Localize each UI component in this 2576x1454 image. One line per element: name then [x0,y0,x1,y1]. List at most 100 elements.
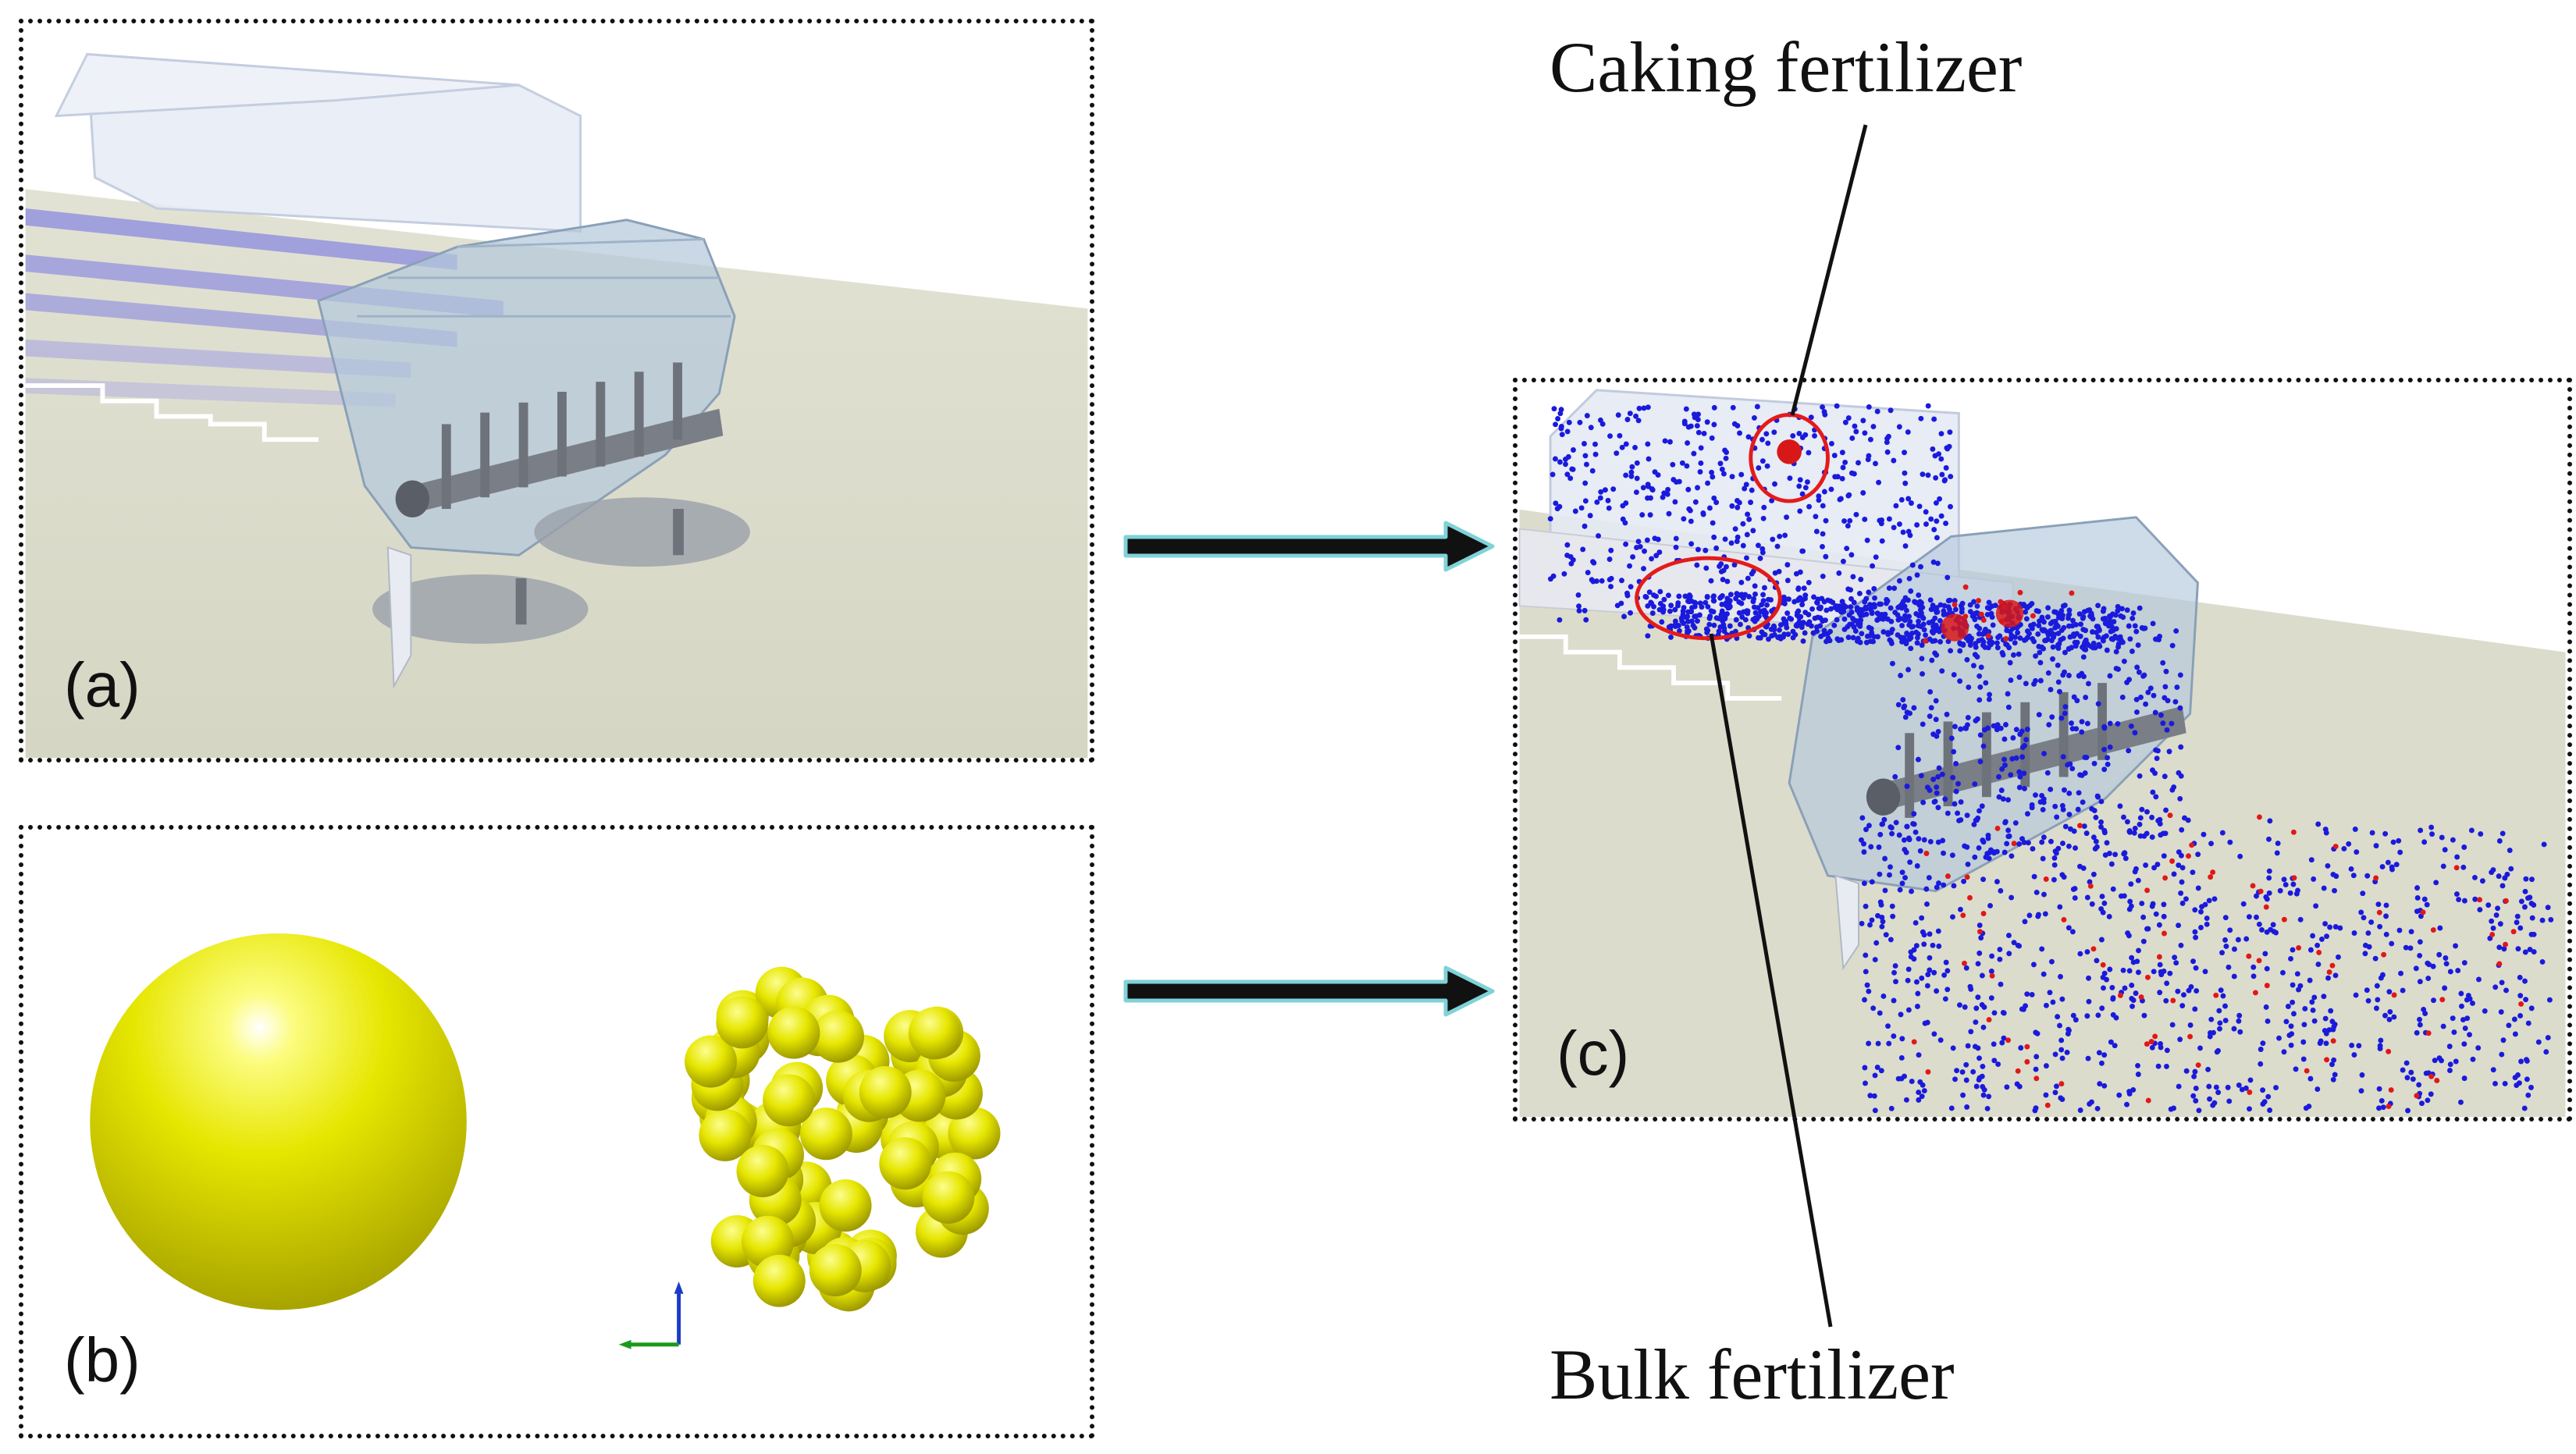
bulk-particle [2137,605,2143,611]
bulk-particle [2055,663,2061,668]
bulk-fertilizer-label: Bulk fertilizer [1550,1335,1955,1414]
bulk-particle [2422,1011,2428,1017]
bulk-particle [1840,464,1846,471]
bulk-particle [1880,629,1887,635]
bulk-particle [1863,969,1869,975]
bulk-particle [2003,722,2008,727]
bulk-particle [2545,905,2551,911]
bulk-particle [2352,827,2358,832]
bulk-particle [1691,450,1697,457]
bulk-particle [1838,496,1844,502]
bulk-particle [1820,404,1826,411]
bulk-particle [1863,595,1870,602]
bulk-particle [2016,651,2022,657]
bulk-particle [2337,925,2343,931]
bulk-particle [1964,844,1970,850]
bulk-particle [1553,456,1558,462]
bulk-particle [2136,669,2142,675]
bulk-particle [2090,871,2097,877]
bulk-particle [2391,1014,2397,1020]
bulk-particle [2490,1067,2496,1073]
bulk-particle [1870,563,1876,569]
bulk-particle [1978,935,1984,941]
bulk-particle [2067,826,2073,832]
bulk-particle [2296,987,2301,993]
bulk-particle [1991,1041,1997,1047]
bulk-particle [2311,1018,2318,1024]
bulk-particle [1898,496,1905,503]
bulk-particle [1930,603,1936,609]
bulk-particle [2467,1032,2472,1038]
bulk-particle [2440,1023,2446,1029]
bulk-particle [1861,880,1867,887]
bulk-particle [1997,947,2003,952]
bulk-particle [2110,886,2116,892]
bulk-particle [1866,589,1872,595]
bulk-particle [1732,628,1738,635]
bulk-particle [2326,1027,2332,1033]
bulk-particle [2287,890,2293,896]
caking-particle [1960,912,1966,919]
bulk-particle [2057,904,2063,910]
bulk-particle [1948,1105,1955,1111]
bulk-particle [1931,799,1937,805]
bulk-particle [2389,940,2395,947]
bulk-particle [1594,499,1600,505]
bulk-particle [2365,997,2371,1004]
bulk-particle [2090,616,2096,622]
bulk-particle [1688,618,1695,624]
bulk-particle [2117,803,2123,809]
bulk-particle [1602,487,1608,493]
bulk-particle [2134,709,2140,715]
bulk-particle-sphere [90,933,467,1310]
bulk-particle [2113,666,2119,671]
bulk-particle [1938,456,1944,462]
bulk-particle [1713,615,1720,621]
bulk-particle [2095,1012,2101,1019]
bulk-particle [1592,441,1598,447]
bulk-particle [2100,974,2106,980]
bulk-particle [1679,460,1685,466]
panel-label-c: (c) [1557,1019,1630,1088]
bulk-particle [2070,886,2076,892]
bulk-particle [2052,848,2058,855]
bulk-particle [2192,907,2198,913]
bulk-particle [2330,1026,2336,1033]
bulk-particle [2043,1092,2049,1098]
bulk-particle [1967,602,1973,608]
bulk-particle [2358,1088,2364,1094]
bulk-particle [1582,441,1587,446]
spinner-discs [372,497,750,644]
caking-particle [2291,875,2297,881]
bulk-particle [2374,983,2380,989]
bulk-particle [2058,1047,2065,1053]
bulk-particle [1662,438,1668,444]
caking-particle [1923,638,1928,644]
bulk-particle [2461,844,2467,850]
bulk-particle [2307,947,2314,953]
bulk-particle [2300,1039,2307,1045]
bulk-particle [1984,1105,1991,1111]
caking-clusters [1777,439,2024,642]
bulk-particle [1874,1065,1880,1071]
caking-particle [1923,851,1930,856]
caking-particle [1952,602,1958,608]
bulk-particle [1914,640,1920,646]
bulk-particle [1979,637,1985,643]
bulk-particle [1948,648,1954,654]
bulk-particle [1802,485,1809,491]
bulk-particle [1736,599,1742,605]
bulk-particle [2091,760,2097,766]
bulk-particle [1898,616,1904,622]
bulk-particle [1582,498,1589,504]
bulk-particle [2455,968,2461,974]
bulk-particle [2472,896,2478,902]
bulk-particle [1932,615,1938,621]
bulk-particle [2416,1082,2422,1088]
bulk-particle [1845,492,1852,499]
bulk-particle [1923,886,1930,892]
bulk-particle [1996,773,2001,780]
bulk-particle [2039,839,2045,845]
bulk-particle [2122,850,2128,856]
caking-particle [2117,992,2123,998]
